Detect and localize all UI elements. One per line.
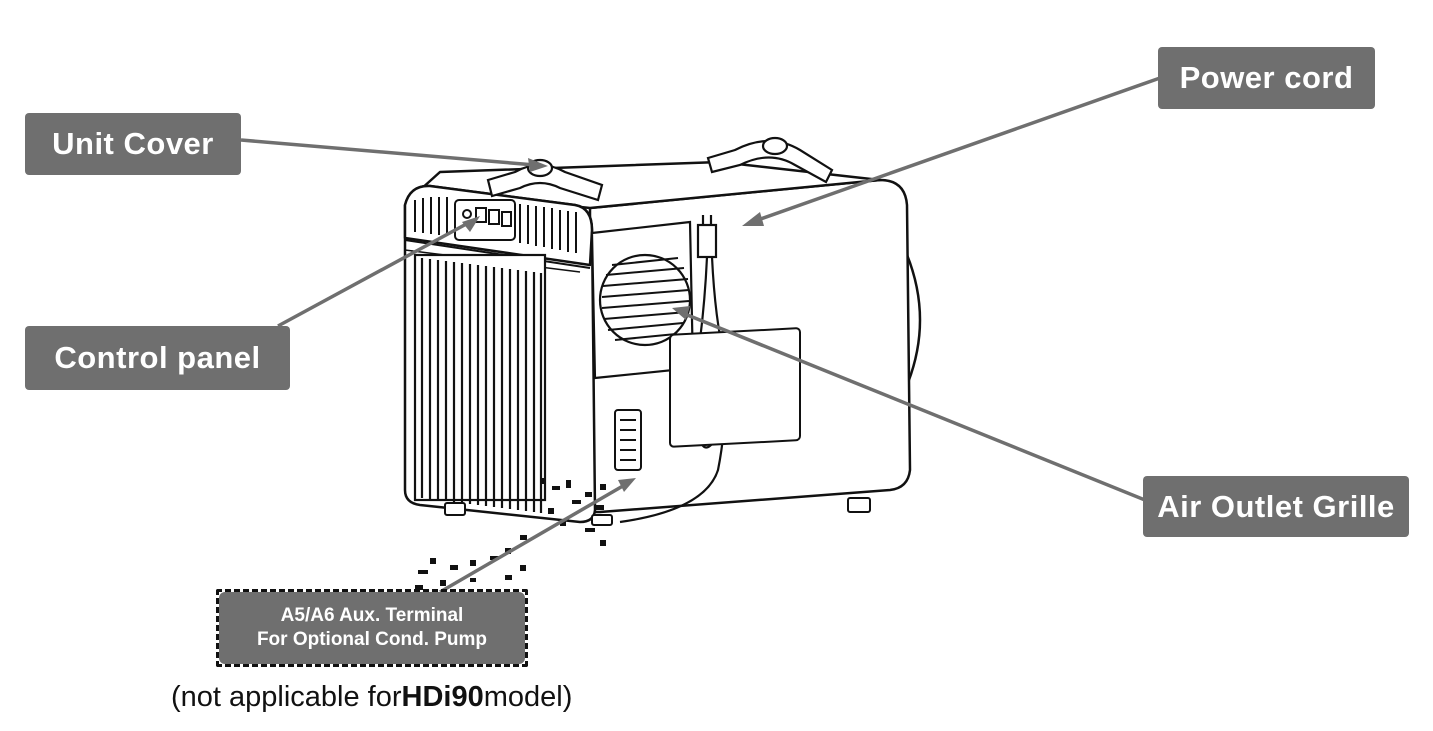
handle-right	[706, 140, 834, 184]
leader-control-panel	[277, 220, 471, 328]
power-plug	[696, 223, 718, 259]
arrowhead-power-cord	[742, 212, 764, 226]
arrowhead-control-panel	[462, 216, 480, 232]
label-aux-terminal: A5/A6 Aux. Terminal For Optional Cond. P…	[219, 592, 525, 664]
side-bulge	[903, 249, 922, 391]
outlet-grille	[598, 253, 692, 347]
service-panel	[669, 327, 801, 448]
leader-air-outlet	[679, 310, 1146, 502]
leader-unit-cover	[240, 138, 536, 167]
footnote-prefix: (not applicable for	[171, 681, 402, 713]
arrowhead-unit-cover	[528, 158, 548, 172]
label-unit-cover: Unit Cover	[25, 113, 241, 175]
label-power-cord: Power cord	[1158, 47, 1375, 109]
label-air-outlet-grille: Air Outlet Grille	[1143, 476, 1409, 537]
aux-label-frame	[216, 589, 528, 667]
leader-aux-terminal	[439, 481, 629, 594]
leader-power-cord	[751, 76, 1161, 224]
model-footnote: (not applicable forHDi90model)	[171, 681, 572, 714]
aux-terminal-line2: For Optional Cond. Pump	[256, 629, 488, 650]
arrowhead-air-outlet	[672, 306, 690, 320]
label-control-panel: Control panel	[25, 326, 290, 390]
footnote-suffix: model)	[483, 681, 573, 713]
footnote-model: HDi90	[401, 681, 484, 713]
aux-terminal-line1: A5/A6 Aux. Terminal	[280, 605, 464, 626]
arrowhead-aux-terminal	[618, 478, 636, 492]
